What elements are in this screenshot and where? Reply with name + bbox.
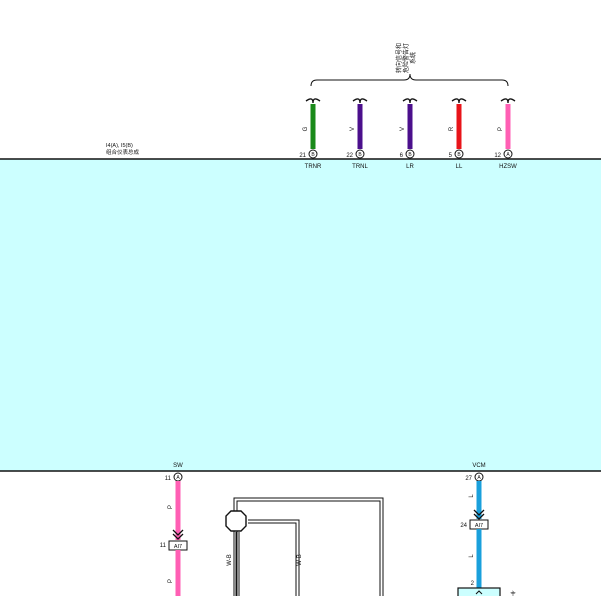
bottom-wire-vcm[interactable]: VCM 27 A L 24 AI7 L 2 主 [457,463,516,596]
bottom-wire-sw-conn: A [176,475,180,481]
bottom-wire-sw[interactable]: SW 11 A P 11 AI7 P [160,463,188,596]
lower-component-partial-label: 主 [510,590,516,596]
combination-meter-body [0,159,601,471]
top-wire-5[interactable]: P 12 A HZSW [494,98,517,170]
bottom-wire-vcm-color-code-2: L [469,554,475,558]
top-wire-2-pin: 22 [346,153,353,159]
splice-point-icon [225,510,247,532]
top-wire-1[interactable]: G 21 B TRNR [299,98,322,170]
top-wire-3-terminal [405,149,415,159]
top-wire-4-signal: LL [456,164,463,170]
bottom-wire-vcm-pin: 27 [465,476,472,482]
top-wire-2-conn: B [358,152,362,158]
shield-label-2: W-B [297,554,303,566]
top-wire-2-terminal [355,149,365,159]
group-bracket [310,73,509,87]
shield-label-1: W-B [227,554,233,566]
top-wire-3-pin: 6 [400,153,404,159]
module-connector-ref: I4(A), I5(B) [106,143,133,149]
top-wire-4-conn: B [457,152,461,158]
bottom-wire-vcm-junction: AI7 [475,523,483,529]
bottom-wire-sw-junction: AI7 [174,544,182,550]
top-wire-5-color-code: P [498,127,504,131]
lower-component-box [457,587,501,596]
top-wire-3[interactable]: V 6 B LR [400,98,418,170]
top-wire-2-color-code: V [350,127,356,131]
top-wire-1-conn: B [311,152,315,158]
bottom-wire-sw-pin: 11 [165,476,172,482]
top-wire-5-conn: A [506,152,510,158]
bottom-wire-sw-color-code: P [168,505,174,509]
top-wire-3-signal: LR [406,164,414,170]
system-note-line-1: 转向信号和 [395,43,403,73]
top-wire-4-terminal [454,149,464,159]
bottom-wire-vcm-end-pin: 2 [471,581,475,587]
top-wire-1-signal: TRNR [305,164,322,170]
top-wire-4-color-code: R [449,126,455,131]
bottom-wire-sw-junction-pin: 11 [160,543,167,549]
system-note-line-2: 危险警告灯 [402,43,410,73]
top-wire-2-signal: TRNL [352,164,368,170]
bottom-wire-sw-color-code-2: P [168,579,174,583]
top-wire-4-pin: 5 [449,153,453,159]
shielded-ground-wires: W-B W-B [225,497,384,596]
bottom-wire-vcm-signal: VCM [472,463,485,469]
module-name: 组合仪表总成 [106,148,140,156]
top-wire-4[interactable]: R 5 B LL [449,98,467,170]
top-wire-2[interactable]: V 22 B TRNL [346,98,368,170]
system-note: 转向信号和 危险警告灯 系统 [395,43,417,73]
top-wire-5-pin: 12 [494,153,501,159]
top-wire-5-signal: HZSW [499,164,517,170]
top-wire-5-terminal [503,149,513,159]
system-note-line-3: 系统 [409,52,417,64]
top-wire-3-color-code: V [400,127,406,131]
top-wire-1-pin: 21 [299,153,306,159]
bottom-wire-vcm-conn: A [477,475,481,481]
bottom-wire-sw-signal: SW [173,463,183,469]
top-wire-1-terminal [308,149,318,159]
bottom-wire-vcm-color-code: L [469,494,475,498]
top-wire-1-color-code: G [303,126,309,131]
top-wire-3-conn: B [408,152,412,158]
bottom-wire-vcm-junction-pin: 24 [460,523,467,529]
